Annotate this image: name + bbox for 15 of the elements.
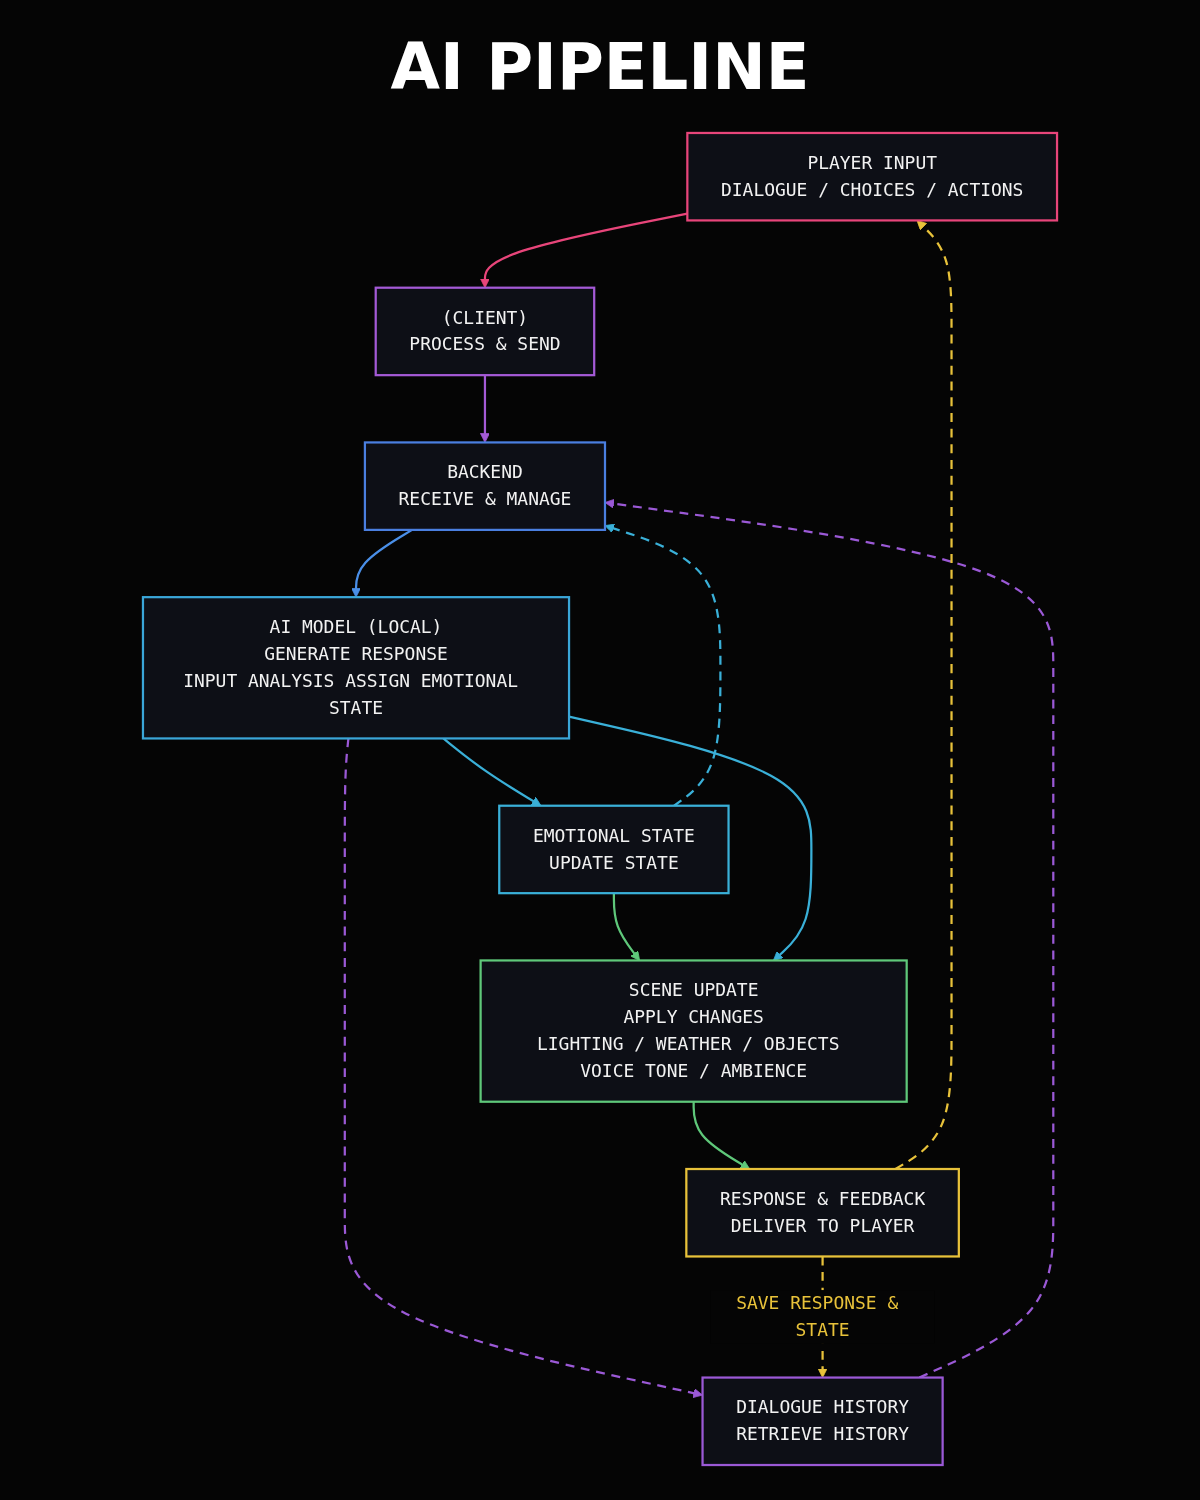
edge-label: SAVE RESPONSE & STATE xyxy=(736,1292,899,1341)
node-box: SCENE UPDATE APPLY CHANGES LIGHTING / WEATHER / OBJECTS VOICE TONE / AMBIENCE xyxy=(479,959,908,1103)
node-box: PLAYER INPUT DIALOGUE / CHOICES / ACTIONS xyxy=(686,131,1059,222)
node-box: (CLIENT) PROCESS & SEND xyxy=(374,286,596,377)
node-box: EMOTIONAL STATE UPDATE STATE xyxy=(498,804,730,895)
node-box: AI MODEL (LOCAL) GENERATE RESPONSE INPUT ANALYSIS ASSIGN EMOTIONAL STATE xyxy=(141,596,571,740)
arrow xyxy=(343,738,703,1398)
arrow xyxy=(480,375,490,443)
arrow xyxy=(692,1101,751,1170)
arrow xyxy=(894,220,953,1170)
node-box: BACKEND RECEIVE & MANAGE xyxy=(363,441,607,531)
arrow xyxy=(612,893,641,961)
title: AI PIPELINE xyxy=(389,30,811,104)
node-box: RESPONSE & FEEDBACK DELIVER TO PLAYER xyxy=(685,1167,960,1258)
node-box: DIALOGUE HISTORY RETRIEVE HISTORY xyxy=(701,1376,944,1467)
